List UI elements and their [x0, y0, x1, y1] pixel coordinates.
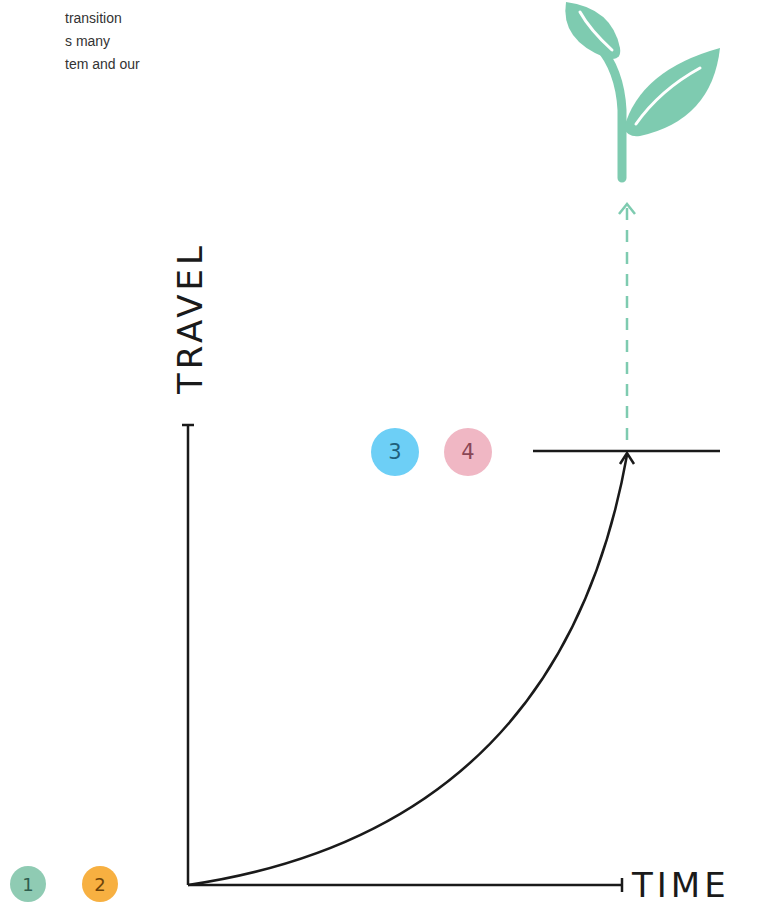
growth-arrow [619, 204, 635, 440]
callout-number: 1 [22, 874, 33, 895]
callout-circle: 1 [10, 866, 46, 902]
growth-curve [188, 453, 634, 885]
callout-circle: 4 [444, 428, 492, 476]
callout-number: 4 [461, 440, 474, 464]
sprout-icon [565, 2, 720, 178]
axis-label: TIME [632, 865, 730, 905]
callout-circle: 3 [371, 428, 419, 476]
callout-number: 3 [388, 440, 401, 464]
body-text: tem and our [65, 55, 140, 73]
axes [182, 425, 720, 892]
body-text: transition [65, 9, 122, 27]
callout-circle: 2 [82, 866, 118, 902]
callout-number: 2 [94, 874, 105, 895]
axis-label: TRAVEL [170, 242, 210, 394]
body-text: s many [65, 32, 110, 50]
